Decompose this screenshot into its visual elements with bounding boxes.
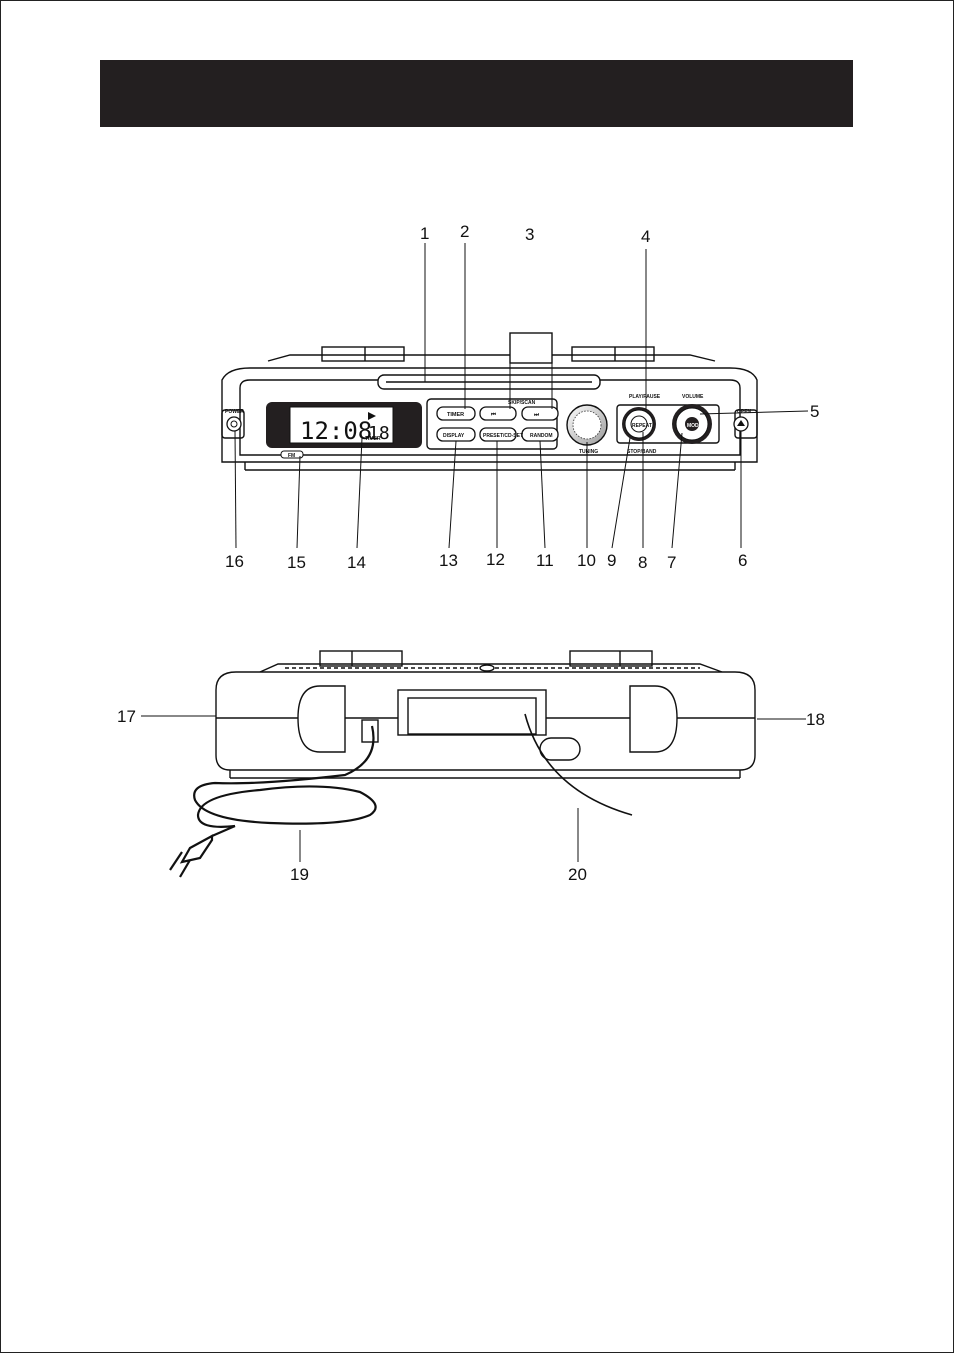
fm-label: FM [288,453,295,459]
callout-7: 7 [667,553,676,572]
tuning-knob[interactable] [566,404,608,446]
random-button-label: RANDOM [530,433,553,439]
callout-4: 4 [641,227,650,246]
volume-label: VOLUME [682,394,704,400]
front-view [221,332,758,471]
callout-6: 6 [738,551,747,570]
power-label: POWER [225,409,244,415]
callout-5: 5 [810,402,819,421]
open-close-button[interactable] [733,416,749,432]
preset-button[interactable] [479,427,517,442]
play-indicator-icon [368,412,376,420]
callout-10: 10 [577,551,596,570]
callout-16: 16 [225,552,244,571]
power-button[interactable] [226,416,242,432]
callout-14: 14 [347,553,366,572]
fm-antenna [524,713,633,816]
power-cord [169,725,377,878]
callout-11: 11 [536,551,554,570]
mode-button-label: MODE [687,423,703,429]
callout-18: 18 [806,710,825,729]
lcd-time: 12:08 [300,417,372,445]
callout-9: 9 [607,551,616,570]
skip-label: SKIP/SCAN [508,400,536,406]
front-leader-lines [234,243,809,549]
open-close-label: OPEN [737,409,752,415]
bottom-view [215,650,756,779]
callout-20: 20 [568,865,587,884]
tuning-label: TUNING [579,449,598,455]
skip-forward-button[interactable] [521,406,559,421]
preset-button-label: PRESET/CD-SET [483,433,523,439]
callout-15: 15 [287,553,306,572]
callout-8: 8 [638,553,647,572]
play-pause-cluster[interactable] [622,407,656,441]
skip-back-icon: ⏮ [491,412,496,418]
callout-19: 19 [290,865,309,884]
callout-17: 17 [117,707,136,726]
timer-button[interactable] [436,406,476,421]
lcd-track: 18 [368,423,390,444]
bottom-leader-lines [141,715,806,862]
lcd-timer-label: TIMER [365,436,381,442]
play-pause-label: PLAY/PAUSE [629,394,661,400]
skip-forward-icon: ⏭ [534,412,539,418]
repeat-button-label: REPEAT [632,423,652,429]
timer-button-label: TIMER [447,412,464,418]
display-button-label: DISPLAY [443,433,465,439]
lcd-display: 12:08 18 TIMER [266,402,422,448]
skip-back-button[interactable] [479,406,517,421]
callout-2: 2 [460,222,469,241]
callout-1: 1 [420,224,429,243]
callout-12: 12 [486,550,505,569]
callout-13: 13 [439,551,458,570]
title-banner [100,60,853,127]
callout-3: 3 [525,225,534,244]
stop-band-label: STOP/BAND [627,449,657,455]
